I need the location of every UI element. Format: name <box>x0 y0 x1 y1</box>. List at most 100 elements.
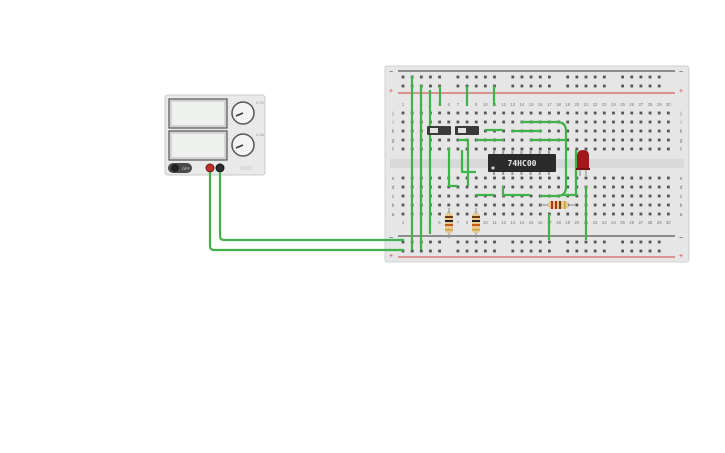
rail-hole-bottom-minus[interactable] <box>657 240 661 244</box>
terminal-hole[interactable] <box>511 147 515 151</box>
rail-hole-top-minus[interactable] <box>621 75 624 79</box>
terminal-hole[interactable] <box>493 203 496 207</box>
rail-hole-top-plus[interactable] <box>648 84 652 88</box>
terminal-hole[interactable] <box>575 120 579 124</box>
terminal-hole[interactable] <box>648 129 652 133</box>
rail-hole-top-minus[interactable] <box>520 75 524 79</box>
terminal-hole[interactable] <box>474 120 478 124</box>
terminal-hole[interactable] <box>520 185 524 189</box>
rail-hole-bottom-plus[interactable] <box>493 249 496 253</box>
terminal-hole[interactable] <box>456 120 460 124</box>
terminal-hole[interactable] <box>529 194 533 198</box>
terminal-hole[interactable] <box>621 176 624 180</box>
terminal-hole[interactable] <box>639 120 643 124</box>
rail-hole-top-plus[interactable] <box>602 84 606 88</box>
terminal-hole[interactable] <box>438 120 441 124</box>
terminal-hole[interactable] <box>511 203 515 207</box>
terminal-hole[interactable] <box>602 203 606 207</box>
rail-hole-top-minus[interactable] <box>548 75 551 79</box>
rail-hole-bottom-plus[interactable] <box>657 249 661 253</box>
terminal-hole[interactable] <box>401 176 405 180</box>
terminal-hole[interactable] <box>511 176 515 180</box>
rail-hole-top-minus[interactable] <box>493 75 496 79</box>
terminal-hole[interactable] <box>465 203 469 207</box>
terminal-hole[interactable] <box>548 185 551 189</box>
terminal-hole[interactable] <box>401 185 405 189</box>
terminal-hole[interactable] <box>401 194 405 198</box>
rail-hole-top-plus[interactable] <box>429 84 432 88</box>
terminal-hole[interactable] <box>657 147 661 151</box>
rail-hole-top-plus[interactable] <box>456 84 460 88</box>
terminal-hole[interactable] <box>657 176 661 180</box>
terminal-hole[interactable] <box>602 138 606 142</box>
terminal-hole[interactable] <box>666 147 670 151</box>
rail-hole-bottom-plus[interactable] <box>474 249 478 253</box>
rail-hole-bottom-minus[interactable] <box>621 240 624 244</box>
rail-hole-top-plus[interactable] <box>621 84 624 88</box>
terminal-hole[interactable] <box>474 111 478 115</box>
rail-hole-bottom-plus[interactable] <box>465 249 469 253</box>
terminal-hole[interactable] <box>639 147 643 151</box>
terminal-hole[interactable] <box>575 212 579 216</box>
terminal-hole[interactable] <box>493 176 496 180</box>
terminal-hole[interactable] <box>465 111 469 115</box>
terminal-hole[interactable] <box>612 129 615 133</box>
terminal-hole[interactable] <box>483 176 487 180</box>
terminal-hole[interactable] <box>657 185 661 189</box>
terminal-hole[interactable] <box>630 185 634 189</box>
terminal-hole[interactable] <box>401 203 405 207</box>
terminal-hole[interactable] <box>621 129 624 133</box>
rail-hole-bottom-minus[interactable] <box>401 240 405 244</box>
terminal-hole[interactable] <box>447 203 451 207</box>
terminal-hole[interactable] <box>529 185 533 189</box>
terminal-hole[interactable] <box>602 176 606 180</box>
terminal-hole[interactable] <box>584 138 588 142</box>
terminal-hole[interactable] <box>575 203 579 207</box>
terminal-hole[interactable] <box>612 120 615 124</box>
terminal-hole[interactable] <box>456 194 460 198</box>
terminal-hole[interactable] <box>630 212 634 216</box>
terminal-hole[interactable] <box>438 147 441 151</box>
rail-hole-top-minus[interactable] <box>593 75 597 79</box>
terminal-hole[interactable] <box>612 111 615 115</box>
terminal-hole[interactable] <box>575 111 579 115</box>
terminal-hole[interactable] <box>602 147 606 151</box>
rail-hole-top-plus[interactable] <box>639 84 643 88</box>
terminal-hole[interactable] <box>548 111 551 115</box>
terminal-hole[interactable] <box>483 203 487 207</box>
terminal-hole[interactable] <box>447 120 451 124</box>
terminal-hole[interactable] <box>529 111 533 115</box>
terminal-hole[interactable] <box>465 212 469 216</box>
rail-hole-bottom-plus[interactable] <box>520 249 524 253</box>
terminal-hole[interactable] <box>621 120 624 124</box>
rail-hole-bottom-plus[interactable] <box>630 249 634 253</box>
terminal-hole[interactable] <box>612 194 615 198</box>
slide-switch-1-handle[interactable] <box>430 128 438 133</box>
rail-hole-bottom-minus[interactable] <box>566 240 570 244</box>
rail-hole-top-plus[interactable] <box>474 84 478 88</box>
terminal-hole[interactable] <box>502 120 506 124</box>
terminal-hole[interactable] <box>621 147 624 151</box>
terminal-hole[interactable] <box>557 147 560 151</box>
terminal-hole[interactable] <box>456 176 460 180</box>
terminal-hole[interactable] <box>456 147 460 151</box>
terminal-hole[interactable] <box>483 185 487 189</box>
terminal-hole[interactable] <box>657 129 661 133</box>
terminal-hole[interactable] <box>575 194 579 198</box>
terminal-hole[interactable] <box>584 147 588 151</box>
terminal-hole[interactable] <box>612 176 615 180</box>
terminal-hole[interactable] <box>648 203 652 207</box>
rail-hole-bottom-minus[interactable] <box>493 240 496 244</box>
terminal-hole[interactable] <box>639 185 643 189</box>
terminal-hole[interactable] <box>639 194 643 198</box>
rail-hole-top-minus[interactable] <box>584 75 588 79</box>
rail-hole-bottom-plus[interactable] <box>584 249 588 253</box>
terminal-hole[interactable] <box>548 147 551 151</box>
terminal-hole[interactable] <box>630 147 634 151</box>
wire-switch-1-out[interactable] <box>447 148 458 188</box>
led-red[interactable] <box>576 150 590 176</box>
terminal-hole[interactable] <box>529 176 533 180</box>
terminal-hole[interactable] <box>612 147 615 151</box>
terminal-hole[interactable] <box>648 212 652 216</box>
terminal-hole[interactable] <box>593 212 597 216</box>
